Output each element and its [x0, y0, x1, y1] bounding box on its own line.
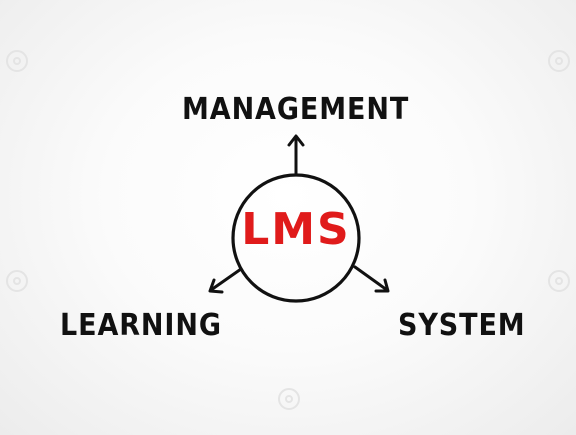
watermark-icon: [6, 270, 28, 292]
watermark-icon: [278, 388, 300, 410]
watermark-icon: [548, 270, 570, 292]
arrow-system: [353, 265, 390, 293]
arrow-learning: [208, 267, 243, 294]
center-circle: [231, 173, 361, 303]
watermark-icon: [548, 50, 570, 72]
center-label: LMS: [241, 204, 351, 255]
watermark-icon: [6, 50, 28, 72]
arrow-management: [287, 134, 305, 175]
label-learning: LEARNING: [60, 308, 222, 343]
label-management: MANAGEMENT: [182, 92, 410, 127]
label-system: SYSTEM: [398, 308, 526, 343]
